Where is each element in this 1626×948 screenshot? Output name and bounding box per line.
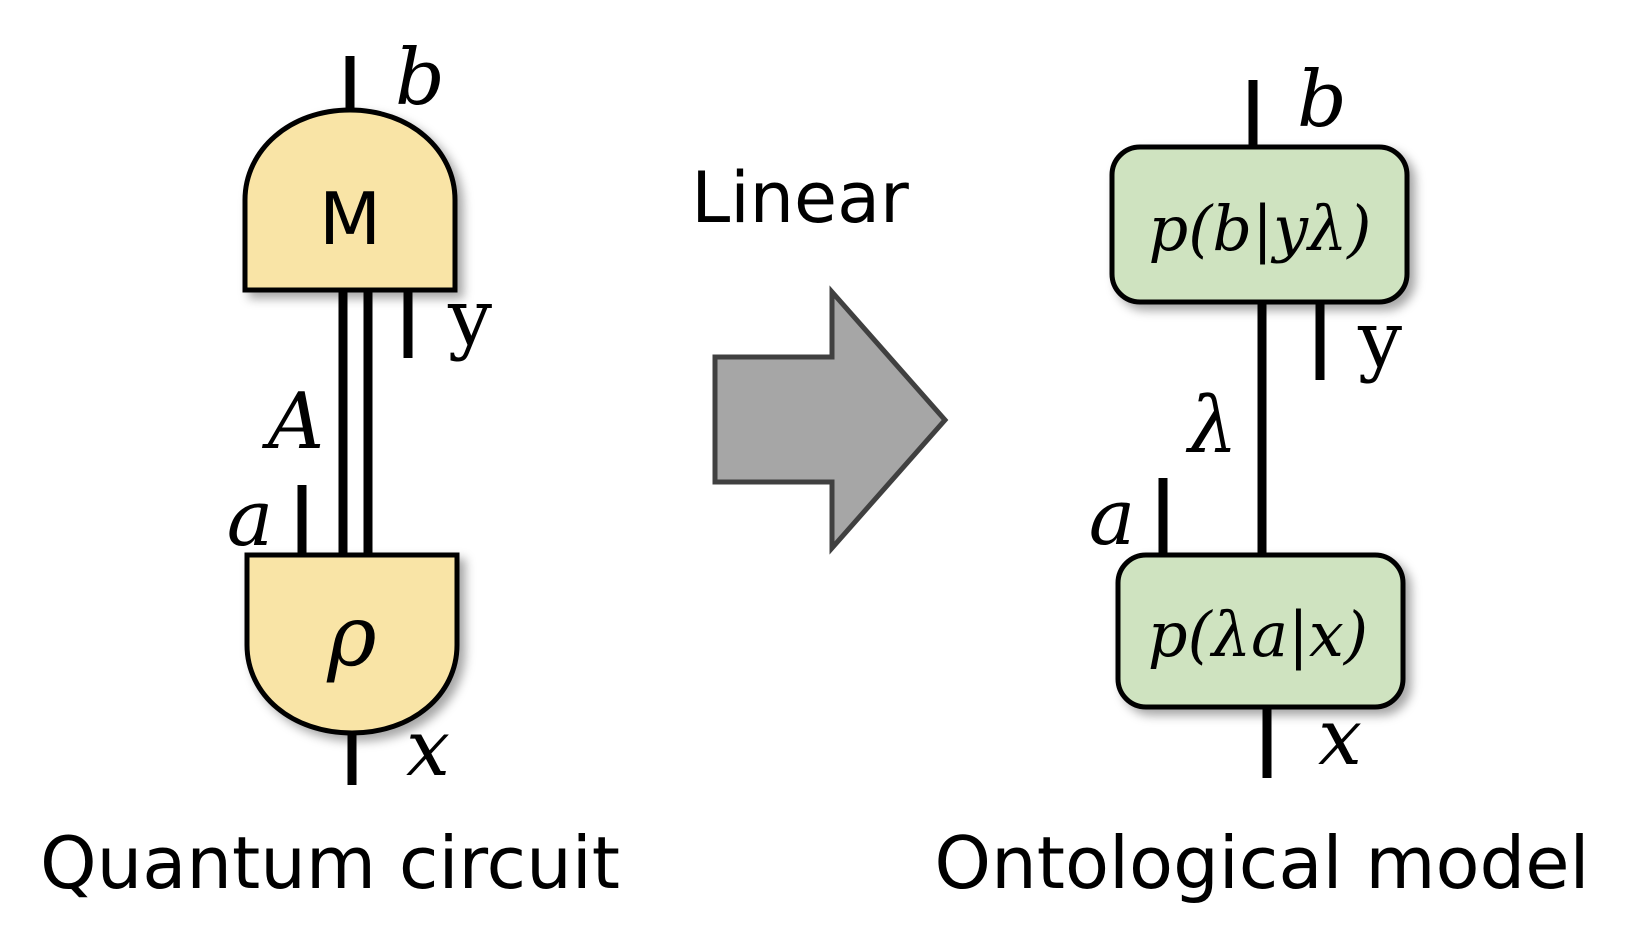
om-output-label: b bbox=[1297, 55, 1347, 145]
qc-setting-x-label: x bbox=[406, 704, 450, 794]
response-function-label: p(b|yλ) bbox=[1149, 192, 1372, 265]
preparation-distribution-box bbox=[1115, 552, 1406, 710]
measurement-box bbox=[242, 107, 458, 293]
om-setting-y-label: y bbox=[1357, 295, 1402, 385]
ontological-model-caption: Ontological model bbox=[934, 821, 1589, 905]
state-box bbox=[244, 552, 460, 736]
quantum-circuit-caption: Quantum circuit bbox=[40, 821, 620, 905]
om-setting-x-label: x bbox=[1318, 693, 1362, 783]
qc-outcome-a-label: a bbox=[227, 474, 274, 564]
om-outcome-a-label: a bbox=[1089, 473, 1136, 563]
preparation-distribution-label: p(λa|x) bbox=[1148, 598, 1368, 671]
arrow-label: Linear bbox=[691, 157, 909, 239]
arrow-shape bbox=[712, 285, 949, 555]
state-label: ρ bbox=[326, 587, 376, 685]
linear-arrow: Linear bbox=[691, 157, 949, 555]
qc-setting-y-label: y bbox=[447, 273, 492, 363]
ontological-model: b p(b|yλ) λ y a p(λa|x) x Ontological mo… bbox=[934, 55, 1589, 905]
qc-system-label: A bbox=[262, 377, 324, 467]
quantum-circuit: b M A y a ρ x Quantum circuit bbox=[40, 33, 620, 905]
measurement-label: M bbox=[319, 177, 381, 261]
ontic-state-label: λ bbox=[1185, 381, 1237, 471]
qc-output-label: b bbox=[395, 33, 445, 123]
